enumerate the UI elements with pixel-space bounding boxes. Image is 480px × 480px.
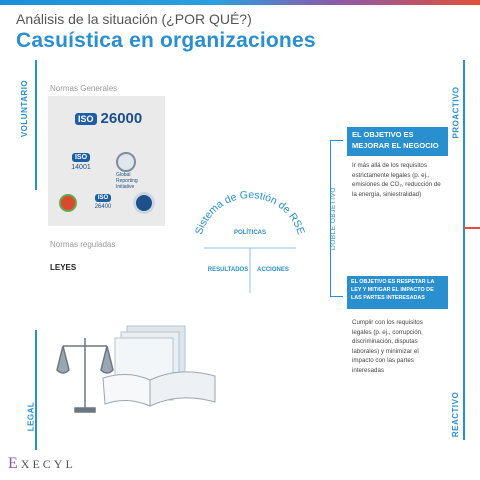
objetivo-negocio-box: EL OBJETIVO ES MEJORAR EL NEGOCIO (347, 127, 448, 156)
red-seal-icon (59, 194, 77, 212)
execyl-logo-text: XECYL (20, 457, 76, 471)
red-marker (463, 227, 480, 229)
doble-objetivo-bracket (330, 140, 343, 297)
objetivo-ley-box: EL OBJETIVO ES RESPETAR LA LEY Y MITIGAR… (347, 276, 448, 309)
open-book-icon (102, 371, 216, 407)
left-axis-line-bottom (35, 330, 37, 450)
iso-14001-badge: ISO (71, 153, 91, 162)
politicas-label: POLÍTICAS (234, 228, 266, 236)
box2-title-line2: LEY Y MITIGAR EL IMPACTO DE (351, 287, 434, 293)
iso-14001-number: 14001 (71, 164, 91, 171)
voluntario-label: VOLUNTARIO (20, 79, 30, 138)
reactivo-label: REACTIVO (451, 391, 461, 438)
gri-text: Global Reporting Initiative (116, 172, 138, 190)
box2-title-line3: LAS PARTES INTERESADAS (351, 295, 425, 301)
iso-badge: ISO (75, 112, 97, 125)
right-axis-line (463, 60, 465, 440)
round-seal-icon (133, 192, 155, 214)
leyes-label: LEYES (50, 263, 77, 272)
legal-label: LEGAL (26, 401, 36, 432)
law-books-illustration (56, 325, 216, 413)
box2-description: Cumplir con los requisitos legales (p. e… (352, 319, 423, 375)
iso-26400-badge: ISO (94, 194, 112, 202)
normas-generales-label: Normas Generales (50, 84, 118, 93)
box1-title-line1: EL OBJETIVO ES (352, 130, 414, 139)
iso-number: 26000 (100, 110, 143, 127)
box2-title-line1: EL OBJETIVO ES RESPETAR LA (351, 279, 435, 285)
gri-logo: Global Reporting Initiative (116, 152, 158, 190)
iso-26400-number: 26400 (94, 204, 112, 210)
execyl-logo-e: E (8, 455, 21, 472)
box1-title-line2: MEJORAR EL NEGOCIO (352, 141, 439, 150)
round-seal-logo (131, 192, 157, 215)
red-seal-logo (56, 194, 80, 213)
page-title: Casuística en organizaciones (16, 29, 316, 52)
execyl-logo: EXECYL (8, 455, 76, 473)
iso-26400-logo: ISO 26400 (90, 194, 116, 210)
scales-icon (56, 338, 114, 413)
resultados-label: RESULTADOS (208, 267, 248, 273)
iso-26000-logo: ISO 26000 (75, 110, 142, 127)
iso-14001-logo: ISO 14001 (66, 153, 96, 171)
left-axis-line-top (35, 60, 37, 190)
top-color-bar (0, 0, 480, 5)
proactivo-label: PROACTIVO (451, 86, 461, 139)
rse-management-circle: Sistema de Gestión de RSE POLÍTICAS RESU… (193, 189, 307, 293)
normas-reguladas-label: Normas reguladas (50, 240, 116, 249)
gri-icon (116, 152, 136, 172)
box1-description: Ir más allá de los requisitos estrictame… (352, 162, 441, 198)
acciones-label: ACCIONES (257, 267, 289, 273)
page-subtitle: Análisis de la situación (¿POR QUÉ?) (16, 11, 252, 27)
